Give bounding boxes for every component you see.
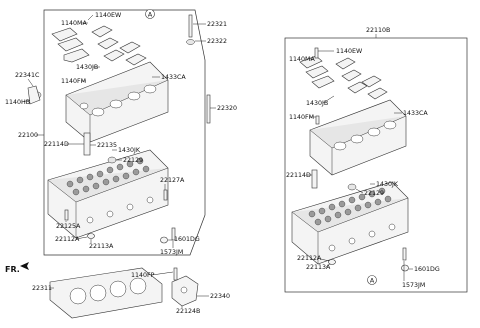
guide-parts-left	[27, 14, 211, 244]
label-22322: 22322	[207, 38, 227, 45]
label-22124b: 22124B	[176, 308, 200, 315]
label-1433ca: 1433CA	[161, 74, 186, 81]
svg-text:FR.: FR.	[5, 265, 20, 274]
label-22113a: 22113A	[89, 243, 114, 250]
label-1140hb: 1140HB	[5, 99, 30, 106]
label-22127a: 22127A	[160, 177, 185, 184]
label-22125a: 22125A	[56, 223, 81, 230]
bracket-part	[171, 267, 199, 307]
label-22340: 22340	[210, 293, 230, 300]
label-1601dg-right: 1601DG	[414, 266, 440, 273]
label-1430jb-right: 1430JB	[306, 100, 328, 107]
label-1140ew-right: 1140EW	[336, 48, 363, 55]
label-1430jk: 1430JK	[118, 147, 141, 154]
label-1433ca-right: 1433CA	[403, 110, 428, 117]
view-marker-a-right: A	[367, 275, 377, 285]
label-1140ew: 1140EW	[95, 12, 122, 19]
left-group-frame	[43, 9, 206, 256]
label-22341c: 22341C	[15, 72, 40, 79]
label-22112a: 22112A	[55, 236, 80, 243]
head-gasket	[49, 267, 163, 319]
svg-text:A: A	[148, 11, 153, 18]
front-direction-indicator: FR.	[5, 262, 29, 274]
label-22114d-right: 22114D	[286, 172, 311, 179]
camshaft-carrier-left	[65, 61, 169, 143]
label-1430jk-right: 1430JK	[376, 181, 399, 188]
label-22321: 22321	[207, 21, 227, 28]
label-22114d: 22114D	[44, 141, 69, 148]
label-22311: 22311	[32, 285, 52, 292]
label-22320: 22320	[217, 105, 237, 112]
label-1140fm-right: 1140FM	[289, 114, 314, 121]
label-22135: 22135	[97, 142, 117, 149]
label-1140ma-right: 1140MA	[289, 56, 315, 63]
guide-parts-right	[311, 47, 409, 272]
bearing-cap-row-left	[51, 25, 147, 66]
label-22113a-right: 22113A	[306, 264, 331, 271]
cylinder-head-left	[47, 149, 169, 239]
label-22110b: 22110B	[366, 27, 390, 34]
label-1140fm: 1140FM	[61, 78, 86, 85]
label-1573jm-right: 1573JM	[402, 282, 425, 289]
svg-text:A: A	[370, 277, 375, 284]
label-22129-right: 22129	[364, 190, 384, 197]
label-1601dg: 1601DG	[174, 236, 200, 243]
view-marker-a-left: A	[145, 9, 155, 19]
label-1430jb: 1430JB	[76, 64, 98, 71]
label-22100: 22100	[18, 132, 38, 139]
label-1140fp: 1140FP	[131, 272, 155, 279]
label-1140ma: 1140MA	[61, 20, 87, 27]
label-22112a-right: 22112A	[297, 255, 322, 262]
label-1573jm: 1573JM	[160, 249, 183, 256]
cylinder-head-right	[291, 181, 409, 265]
label-22129: 22129	[123, 157, 143, 164]
camshaft-carrier-right	[309, 99, 407, 176]
bearing-cap-row-right	[299, 55, 388, 100]
